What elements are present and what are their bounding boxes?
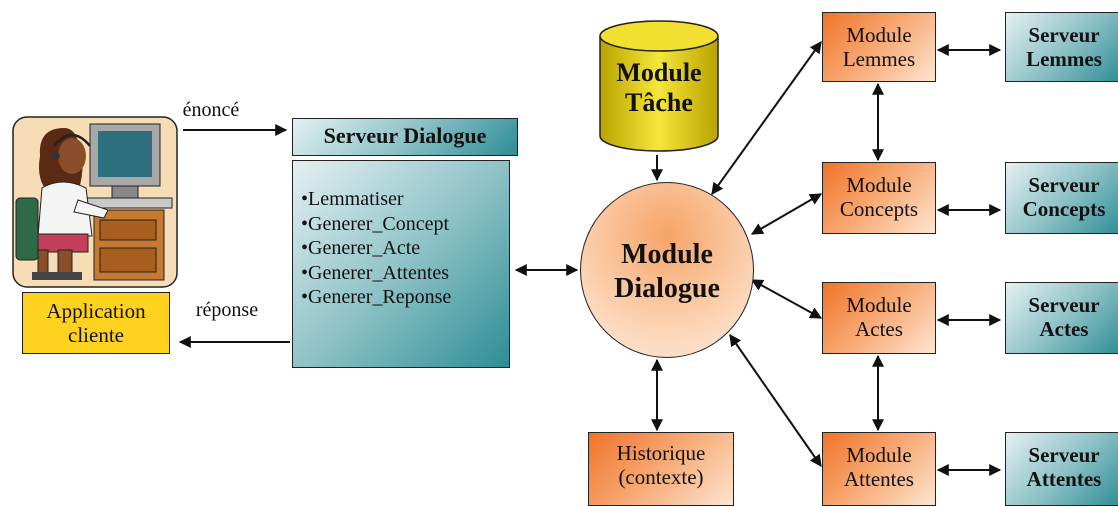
client-line2: cliente: [68, 323, 124, 347]
reponse-label: réponse: [195, 299, 259, 321]
serveur-attentes-line2: Attentes: [1026, 467, 1102, 491]
module-lemmes: Module Lemmes: [822, 12, 936, 82]
module-attentes-line1: Module: [846, 443, 912, 467]
historique-line2: (contexte): [618, 465, 704, 489]
serveur-actes-line2: Actes: [1039, 317, 1089, 341]
historique-line1: Historique: [616, 441, 706, 465]
function-item: •Generer_Reponse: [301, 286, 452, 308]
module-dialogue-circle: [580, 182, 754, 358]
serveur-actes-line1: Serveur: [1028, 293, 1100, 317]
serveur-concepts-line1: Serveur: [1028, 173, 1100, 197]
serveur-dialogue-title: Serveur Dialogue: [323, 123, 487, 148]
arrow-dialogue-concepts: [750, 193, 823, 235]
module-tache-line1: Module: [616, 58, 702, 87]
serveur-dialogue-functions: •Lemmatiser •Generer_Concept •Generer_Ac…: [292, 160, 510, 368]
module-tache-line2: Tâche: [625, 88, 693, 117]
serveur-lemmes-line1: Serveur: [1028, 23, 1100, 47]
module-attentes: Module Attentes: [822, 432, 936, 506]
module-dialogue-label: Module Dialogue: [580, 238, 754, 306]
arrow-dialogue-lemmes: [711, 41, 822, 195]
arrow-dialogue-actes: [750, 279, 823, 319]
serveur-concepts: Serveur Concepts: [1005, 162, 1118, 234]
serveur-lemmes-line2: Lemmes: [1026, 47, 1102, 71]
client-application-box: Application cliente: [22, 292, 170, 354]
module-tache-cylinder: [599, 20, 719, 152]
module-lemmes-line2: Lemmes: [842, 47, 916, 71]
function-item: •Generer_Attentes: [301, 261, 450, 284]
function-item: •Generer_Concept: [301, 212, 450, 235]
serveur-concepts-line2: Concepts: [1022, 197, 1106, 221]
module-lemmes-line1: Module: [846, 23, 912, 47]
module-dialogue-line2: Dialogue: [614, 273, 720, 304]
user-at-computer-icon: [12, 116, 178, 288]
serveur-attentes: Serveur Attentes: [1005, 432, 1118, 506]
serveur-lemmes: Serveur Lemmes: [1005, 12, 1118, 82]
module-attentes-line2: Attentes: [844, 467, 914, 491]
arrow-dialogue-attentes: [729, 334, 822, 467]
function-item: •Lemmatiser: [301, 188, 404, 210]
module-concepts-line2: Concepts: [839, 197, 919, 221]
historique-box: Historique (contexte): [588, 432, 734, 506]
function-list: •Lemmatiser •Generer_Concept •Generer_Ac…: [301, 187, 509, 310]
serveur-attentes-line1: Serveur: [1028, 443, 1100, 467]
serveur-actes: Serveur Actes: [1005, 282, 1118, 354]
module-actes-line2: Actes: [855, 317, 903, 341]
client-line1: Application: [46, 299, 146, 323]
module-tache-label: Module Tâche: [600, 58, 718, 118]
module-actes: Module Actes: [822, 282, 936, 354]
function-item: •Generer_Acte: [301, 237, 421, 259]
module-concepts: Module Concepts: [822, 162, 936, 234]
module-concepts-line1: Module: [846, 173, 912, 197]
module-dialogue-line1: Module: [621, 239, 713, 270]
module-actes-line1: Module: [846, 293, 912, 317]
serveur-dialogue-header: Serveur Dialogue: [292, 118, 518, 156]
enonce-label: énoncé: [182, 99, 240, 121]
